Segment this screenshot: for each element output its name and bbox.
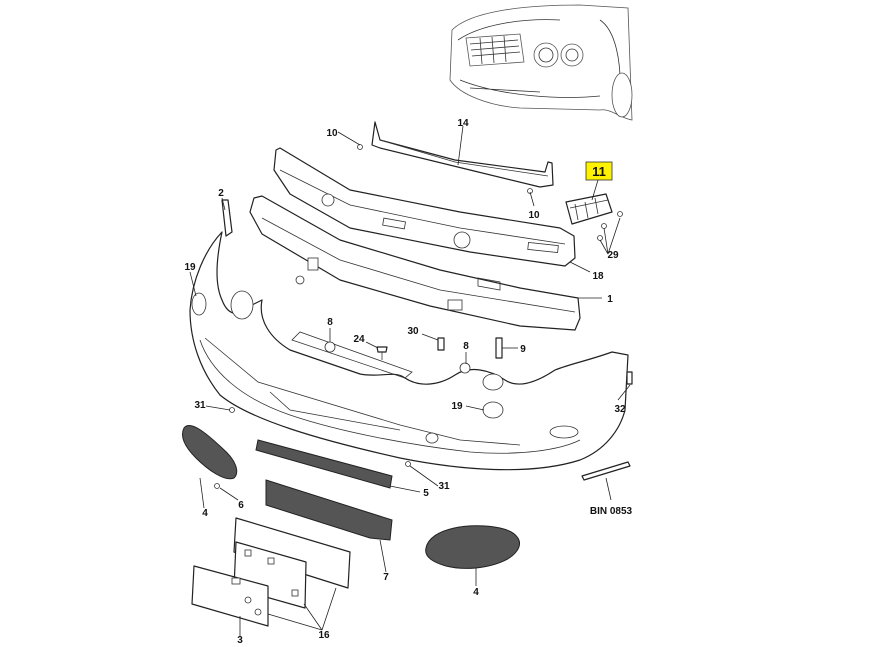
callout-2: 2: [218, 188, 224, 199]
callout-24: 24: [353, 334, 365, 345]
part-7-grille-center: [265, 479, 393, 541]
callout-1: 1: [607, 294, 613, 305]
callout-19: 19: [451, 401, 463, 412]
part-4-grille-left: [182, 425, 238, 480]
callout-10: 10: [528, 210, 540, 221]
callout-32: 32: [614, 404, 626, 415]
callout-30: 30: [407, 326, 419, 337]
reference-code: BIN 0853: [590, 506, 633, 517]
leader-lines: [189, 125, 631, 636]
callout-8: 8: [327, 317, 333, 328]
callout-29: 29: [607, 250, 619, 261]
car-overview: [449, 4, 633, 121]
part-14-upper-bar: [371, 121, 554, 188]
callout-31: 31: [194, 400, 206, 411]
callout-11: 11: [592, 164, 606, 179]
callout-9: 9: [520, 344, 526, 355]
callout-7: 7: [383, 572, 389, 583]
callout-3: 3: [237, 635, 243, 646]
callout-5: 5: [423, 488, 429, 499]
callout-8: 8: [463, 341, 469, 352]
part-32-trim: [581, 461, 631, 481]
part-18-absorber: [273, 147, 576, 267]
part-5-grille-strip: [255, 439, 393, 489]
callout-11-highlight: [585, 161, 613, 181]
callout-19: 19: [184, 262, 196, 273]
bumper-cover: [189, 231, 629, 471]
callout-14: 14: [457, 118, 469, 129]
callout-16: 16: [318, 630, 330, 641]
part-4-grille-right: [425, 525, 520, 569]
callout-10: 10: [326, 128, 338, 139]
part-1-beam: [249, 195, 581, 331]
callout-18: 18: [592, 271, 604, 282]
part-11-bracket: [565, 193, 623, 241]
callout-31: 31: [438, 481, 450, 492]
plates: [191, 517, 351, 627]
callout-4: 4: [473, 587, 479, 598]
callout-6: 6: [238, 500, 244, 511]
callout-4: 4: [202, 508, 208, 519]
fasteners: [214, 144, 633, 489]
